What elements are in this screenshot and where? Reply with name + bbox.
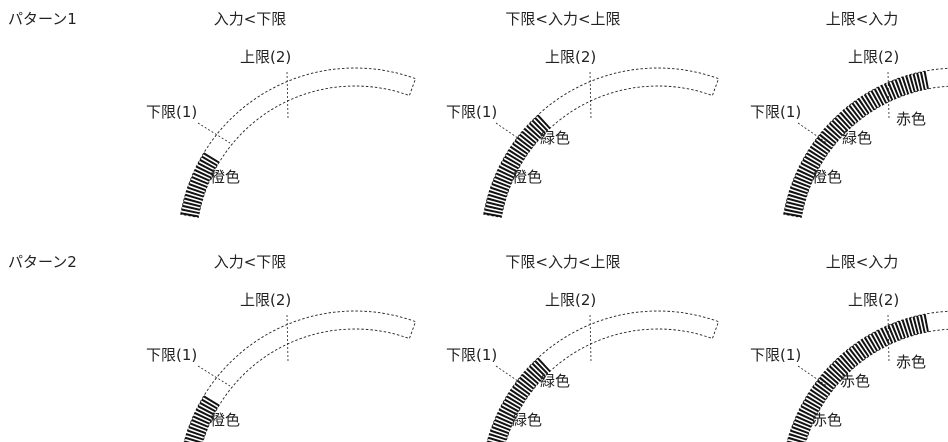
gauge-arc <box>183 310 417 442</box>
gauge-outline <box>783 67 948 218</box>
lower-leader <box>197 122 231 144</box>
lower-leader <box>495 365 526 387</box>
panel-title: 入力<下限 <box>214 10 287 28</box>
gauge-outline <box>180 67 417 218</box>
fill-label-1: 橙色 <box>512 168 542 186</box>
fill-label-2: 緑色 <box>842 129 872 147</box>
panel-title: 入力<下限 <box>214 253 287 271</box>
upper-label: 上限(2) <box>545 291 596 309</box>
lower-leader <box>197 365 231 387</box>
upper-leader <box>589 71 592 119</box>
upper-leader <box>589 314 592 362</box>
upper-label: 上限(2) <box>240 291 291 309</box>
upper-leader <box>286 314 289 362</box>
row1-panel1: 入力<下限 上限(2) 下限(1) 橙色 <box>146 10 417 218</box>
upper-label: 上限(2) <box>848 48 899 66</box>
row2-panel3: 上限<入力 上限(2) 下限(1) 赤色 赤色 赤色 <box>750 253 948 442</box>
upper-leader <box>887 314 890 362</box>
panel-title: 下限<入力<上限 <box>505 253 620 271</box>
gauge-outline <box>183 310 417 442</box>
row2-panel1: 入力<下限 上限(2) 下限(1) 橙色 <box>146 253 417 442</box>
upper-label: 上限(2) <box>545 48 596 66</box>
fill-label-3: 赤色 <box>896 353 926 371</box>
fill-label-1: 赤色 <box>812 411 842 429</box>
panel-title: 下限<入力<上限 <box>505 10 620 28</box>
lower-label: 下限(1) <box>146 103 197 121</box>
fill-label-1: 緑色 <box>512 411 542 429</box>
gauge-outline <box>483 67 720 218</box>
upper-leader <box>286 71 289 119</box>
gauge-arc <box>180 67 417 218</box>
fill-label-2: 緑色 <box>540 129 570 147</box>
lower-label: 下限(1) <box>446 103 497 121</box>
panel-title: 上限<入力 <box>826 253 899 271</box>
gauge-arc <box>483 67 720 218</box>
row1-label: パターン1 <box>8 10 77 28</box>
gauge-fill <box>180 151 221 218</box>
row1-panel2: 下限<入力<上限 上限(2) 下限(1) 橙色 緑色 <box>446 10 720 218</box>
row2-label: パターン2 <box>8 253 77 271</box>
fill-label-orange: 橙色 <box>210 411 240 429</box>
gauge-arc <box>783 67 948 218</box>
gauge-fill <box>483 113 552 218</box>
gauge-arc <box>786 310 948 442</box>
fill-label-2: 赤色 <box>840 372 870 390</box>
upper-label: 上限(2) <box>848 291 899 309</box>
panel-title: 上限<入力 <box>826 10 899 28</box>
gauge-fill <box>487 356 552 442</box>
row2-panel2: 下限<入力<上限 上限(2) 下限(1) 緑色 緑色 <box>446 253 720 442</box>
gauge-outline <box>786 310 948 442</box>
fill-label-3: 赤色 <box>896 110 926 128</box>
fill-label-2: 緑色 <box>540 372 570 390</box>
fill-label-1: 橙色 <box>812 168 842 186</box>
gauge-arc <box>486 310 720 442</box>
gauge-outline <box>486 310 720 442</box>
lower-label: 下限(1) <box>750 346 801 364</box>
fill-label-orange: 橙色 <box>210 168 240 186</box>
upper-label: 上限(2) <box>240 48 291 66</box>
gauge-fill <box>783 70 931 218</box>
lower-leader <box>797 122 828 144</box>
row1-panel3: 上限<入力 上限(2) 下限(1) 橙色 緑色 赤色 <box>750 10 948 218</box>
lower-label: 下限(1) <box>750 103 801 121</box>
lower-label: 下限(1) <box>446 346 497 364</box>
upper-leader <box>887 71 890 119</box>
lower-label: 下限(1) <box>146 346 197 364</box>
gauge-fill <box>787 313 931 442</box>
lower-leader <box>495 122 526 144</box>
lower-leader <box>797 365 828 387</box>
